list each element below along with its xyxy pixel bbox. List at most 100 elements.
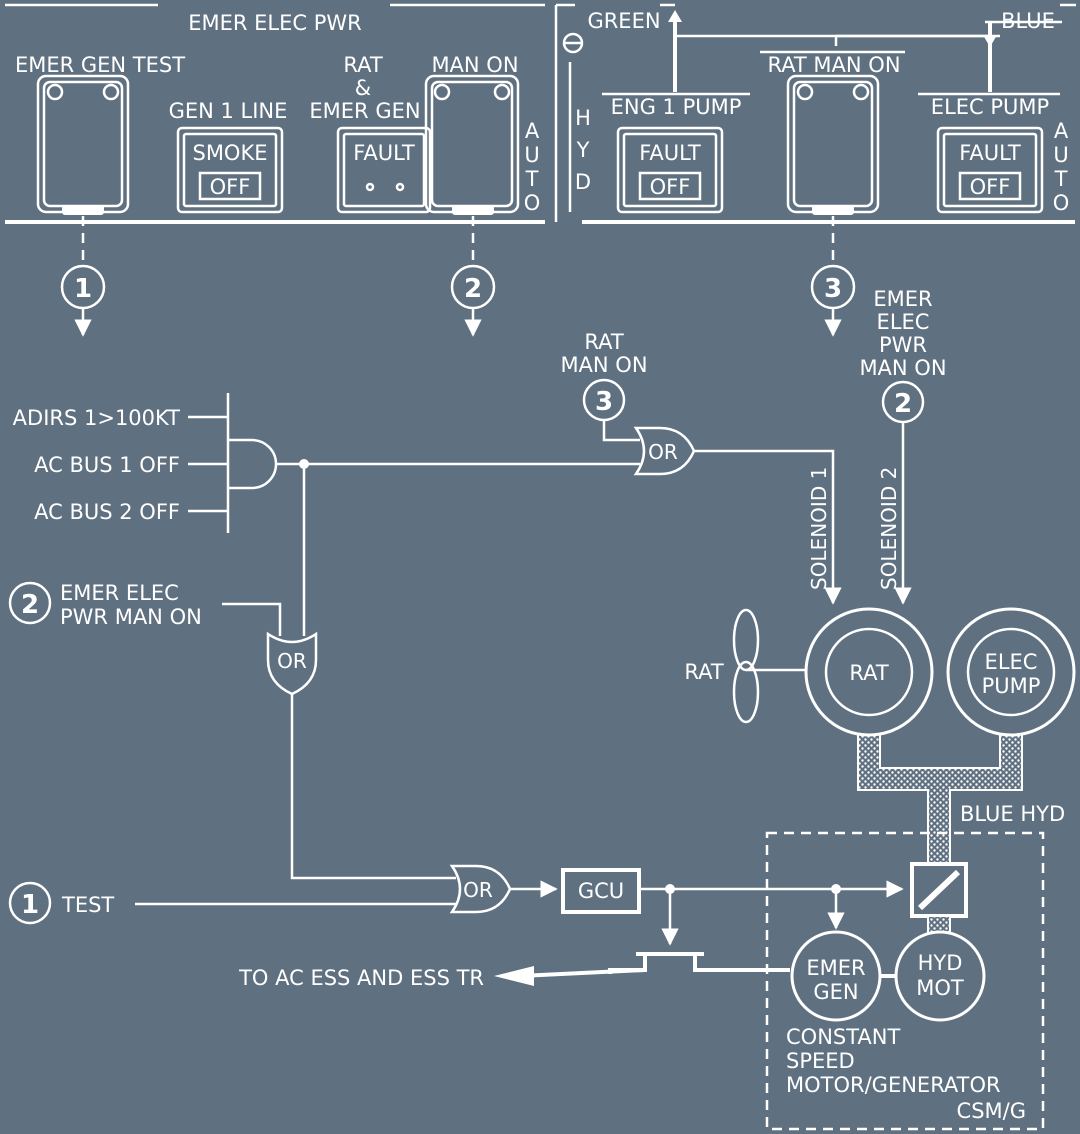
- marker-number: 1: [74, 274, 92, 304]
- emer-elec-pwr-label: PWR MAN ON: [60, 605, 202, 629]
- or-gate-vertical: OR: [266, 631, 318, 696]
- auto-letter: T: [525, 167, 539, 191]
- smoke-light: SMOKE: [192, 141, 267, 165]
- rat-man-on-label: RAT MAN ON: [767, 53, 900, 77]
- csmg-label: CONSTANT: [786, 1025, 901, 1049]
- auto-letter: U: [1053, 143, 1068, 167]
- emer-elec-man-on-switch[interactable]: [424, 74, 520, 215]
- rat-man-on-input-label: MAN ON: [560, 353, 647, 377]
- rat-man-on-input-label: RAT: [584, 330, 623, 354]
- blue-hyd-label: BLUE HYD: [960, 802, 1065, 826]
- gcu-label: GCU: [578, 879, 624, 903]
- marker-number: 1: [21, 890, 39, 920]
- marker-2-logic: 2: [881, 380, 925, 424]
- marker-1-top: 1: [60, 264, 106, 337]
- off-light: OFF: [970, 175, 1011, 199]
- auto-letter: T: [1054, 167, 1068, 191]
- hyd-mot-label: HYD: [918, 951, 963, 975]
- emer-gen: EMER GEN: [790, 930, 882, 1022]
- and-gate-inputs: ADIRS 1>100KT AC BUS 1 OFF AC BUS 2 OFF: [13, 393, 278, 533]
- auto-letter: A: [525, 119, 540, 143]
- emer-elec-input-label: MAN ON: [859, 356, 946, 380]
- or-gate-gcu: OR: [449, 864, 512, 914]
- auto-letter: U: [524, 143, 539, 167]
- auto-letter: O: [1053, 191, 1070, 215]
- marker-2-top: 2: [450, 264, 496, 337]
- rat-propeller-icon: [732, 608, 806, 724]
- emer-gen-test-label: EMER GEN TEST: [15, 53, 185, 77]
- csmg-boundary: [765, 831, 1045, 1131]
- auto-letter: O: [524, 191, 541, 215]
- adirs-label: ADIRS 1>100KT: [13, 406, 181, 430]
- emer-gen-test-switch[interactable]: [36, 74, 130, 215]
- man-on-label: MAN ON: [431, 53, 518, 77]
- panel-title: EMER ELEC PWR: [188, 11, 362, 35]
- rat-label: RAT: [684, 660, 723, 684]
- rat-emer-gen-fault-light: FAULT: [336, 126, 432, 214]
- elec-pump: ELEC PUMP: [946, 607, 1076, 737]
- or-label: OR: [648, 440, 678, 464]
- off-light: OFF: [650, 175, 691, 199]
- eng1-pump-pushbutton[interactable]: FAULT OFF: [616, 126, 724, 214]
- hyd-letter: H: [575, 106, 591, 130]
- emer-elec-input-label: PWR: [879, 333, 927, 357]
- elec-pump-label: PUMP: [982, 674, 1041, 698]
- elec-pump-label: ELEC PUMP: [931, 95, 1049, 119]
- rat-emer-gen-label-1: RAT: [343, 53, 382, 77]
- elec-pump-pushbutton[interactable]: FAULT OFF: [936, 126, 1044, 214]
- or-label: OR: [277, 649, 307, 673]
- hyd-letter: Y: [576, 138, 590, 162]
- hyd-letter: D: [575, 170, 591, 194]
- emer-elec-input-label: EMER: [873, 287, 932, 311]
- marker-number: 2: [894, 389, 912, 419]
- rat-man-on-switch[interactable]: [786, 74, 880, 215]
- rat-emer-gen-label-3: EMER GEN: [309, 99, 420, 123]
- auto-letter: A: [1054, 119, 1069, 143]
- fault-light: FAULT: [959, 141, 1021, 165]
- marker-1-left: 1: [8, 881, 52, 925]
- hyd-mot: HYD MOT: [894, 930, 986, 1022]
- blue-hyd-pipes: [857, 729, 1023, 867]
- elec-pump-label: ELEC: [985, 650, 1038, 674]
- hyd-valve-icon: [910, 862, 968, 918]
- emer-gen-label: EMER: [806, 956, 865, 980]
- marker-3-top: 3: [810, 264, 856, 337]
- rat-emer-gen-label-2: &: [355, 76, 371, 100]
- eng1-pump-label: ENG 1 PUMP: [611, 95, 742, 119]
- green-system-label: GREEN: [587, 9, 660, 33]
- fault-light: FAULT: [353, 141, 415, 165]
- test-label: TEST: [61, 893, 114, 917]
- ac-bus2-label: AC BUS 2 OFF: [34, 500, 180, 524]
- gen1-line-label: GEN 1 LINE: [169, 99, 288, 123]
- emer-elec-input-label: ELEC: [877, 310, 930, 334]
- csmg-label: MOTOR/GENERATOR: [786, 1073, 1001, 1097]
- gen1-line-pushbutton[interactable]: SMOKE OFF: [176, 126, 284, 214]
- contactor: [494, 952, 790, 986]
- emer-gen-label: GEN: [813, 980, 858, 1004]
- gcu-box: GCU: [561, 868, 641, 914]
- marker-number: 2: [21, 590, 39, 620]
- csmg-label: CSM/G: [957, 1099, 1026, 1123]
- marker-number: 2: [464, 274, 482, 304]
- rat-turbine-label: RAT: [849, 661, 888, 685]
- fault-light: FAULT: [639, 141, 701, 165]
- marker-number: 3: [824, 274, 842, 304]
- solenoid-1-label: SOLENOID 1: [807, 467, 831, 590]
- marker-2-left: 2: [8, 581, 52, 625]
- solenoid-2-label: SOLENOID 2: [877, 467, 901, 590]
- marker-3-logic: 3: [582, 378, 626, 422]
- off-light: OFF: [210, 175, 251, 199]
- csmg-label: SPEED: [786, 1049, 855, 1073]
- or-label: OR: [463, 878, 493, 902]
- or-gate-rat: OR: [633, 426, 696, 476]
- rat-turbine: RAT: [804, 607, 934, 737]
- marker-number: 3: [595, 387, 613, 417]
- ac-bus1-label: AC BUS 1 OFF: [34, 453, 180, 477]
- hyd-mot-label: MOT: [916, 976, 964, 1000]
- hyd-panel: GREEN BLUE H Y D RAT MAN ON ENG 1 PUMP E…: [554, 3, 1076, 265]
- to-ac-ess-label: TO AC ESS AND ESS TR: [238, 966, 484, 990]
- emer-elec-pwr-panel: EMER ELEC PWR EMER GEN TEST GEN 1 LINE R…: [5, 3, 545, 265]
- emer-elec-pwr-label: EMER ELEC: [60, 581, 179, 605]
- and-gate-output: [276, 459, 640, 636]
